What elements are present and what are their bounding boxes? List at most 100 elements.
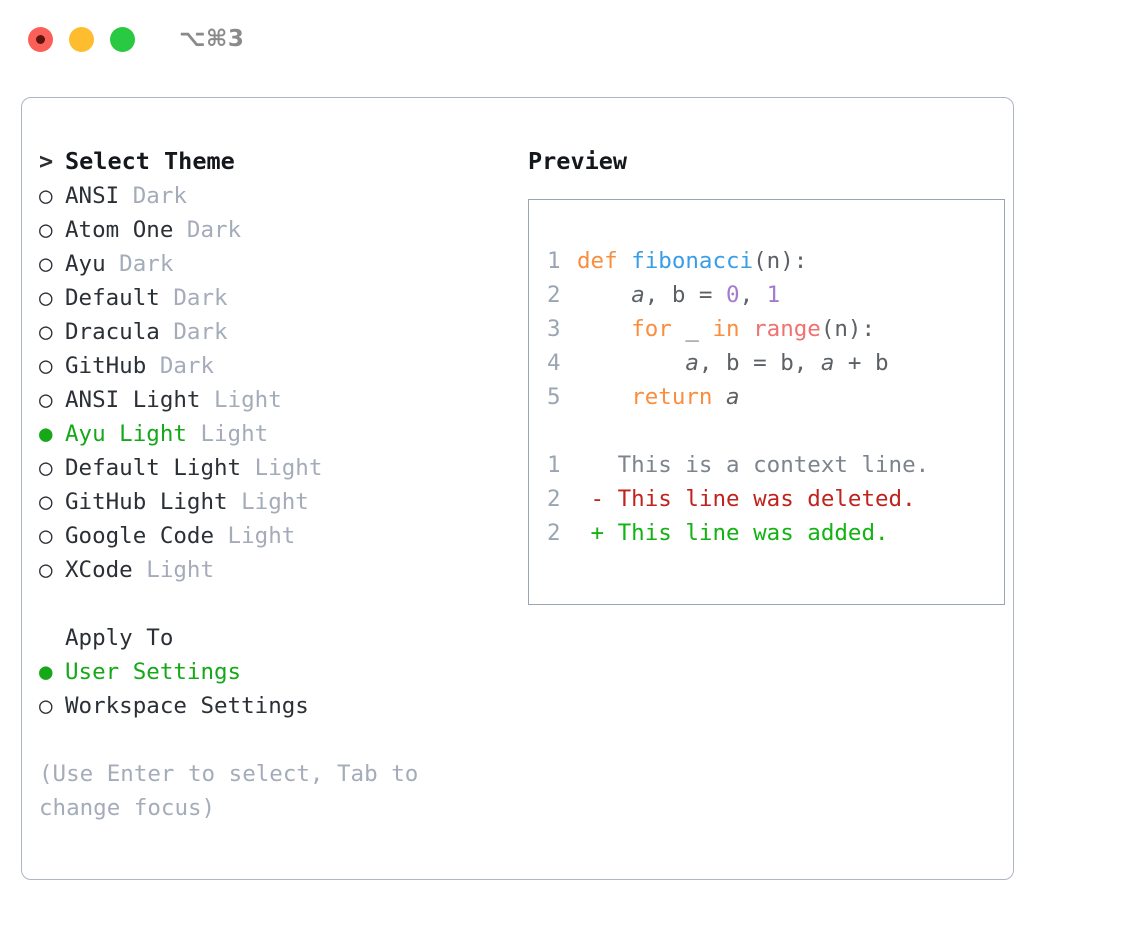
spacer	[39, 587, 504, 621]
theme-kind: Light	[227, 489, 309, 515]
line-number: 2	[547, 282, 561, 308]
code-line: 2 a, b = 0, 1	[547, 278, 1004, 312]
token-var: a	[726, 384, 740, 410]
theme-list-item[interactable]: ○ Ayu Dark	[39, 247, 504, 281]
diff-sample: 1 This is a context line.2 - This line w…	[547, 448, 1004, 550]
diff-line: 1 This is a context line.	[547, 448, 1004, 482]
theme-name: Default	[65, 285, 160, 311]
apply-to-list[interactable]: ●User Settings ○ Workspace Settings	[39, 655, 504, 723]
token-plain	[740, 316, 754, 342]
minimize-button[interactable]	[69, 26, 94, 52]
diff-line: 2 + This line was added.	[547, 516, 1004, 550]
theme-name: GitHub Light	[65, 489, 228, 515]
close-button[interactable]	[28, 26, 53, 52]
code-text: def fibonacci(n):	[577, 244, 807, 278]
code-line: 5 return a	[547, 380, 1004, 414]
token-num: 1	[766, 282, 781, 308]
code-line: 3 for _ in range(n):	[547, 312, 1004, 346]
theme-name: Default Light	[65, 455, 242, 481]
radio-unselected-icon: ○	[39, 693, 53, 719]
radio-unselected-icon: ○	[39, 285, 53, 311]
theme-list-item[interactable]: ○GitHub Light Light	[39, 485, 504, 519]
token-plain: (n):	[753, 248, 808, 274]
theme-selection-column: >Select Theme ○ANSI Dark○Atom One Dark○A…	[39, 143, 504, 879]
apply-to-option[interactable]: ●User Settings	[39, 655, 504, 689]
theme-kind: Dark	[173, 217, 242, 243]
diff-text-ctx: This is a context line.	[577, 452, 930, 478]
theme-name: Atom One	[65, 217, 174, 243]
code-line: 4 a, b = b, a + b	[547, 346, 1004, 380]
radio-selected-icon: ●	[39, 659, 53, 685]
token-var: a	[685, 350, 699, 376]
theme-kind: Light	[214, 523, 296, 549]
theme-list-item[interactable]: ○XCode Light	[39, 553, 504, 587]
radio-unselected-icon: ○	[39, 319, 53, 345]
theme-kind: Dark	[105, 251, 174, 277]
apply-to-option[interactable]: ○ Workspace Settings	[39, 689, 504, 723]
theme-name: Ayu	[65, 251, 106, 277]
line-number: 1	[547, 248, 561, 274]
theme-kind: Dark	[119, 183, 187, 209]
token-plain	[618, 248, 632, 274]
line-number: 1	[547, 452, 561, 478]
select-theme-header: >Select Theme	[39, 143, 504, 179]
theme-name: XCode	[65, 557, 133, 583]
apply-to-label: Workspace Settings	[65, 693, 309, 719]
token-plain: ,	[644, 282, 672, 308]
radio-selected-icon: ●	[39, 421, 53, 447]
token-kw: return	[631, 384, 713, 410]
token-plain	[577, 316, 631, 342]
code-text: for _ in range(n):	[577, 312, 875, 346]
theme-kind: Dark	[159, 285, 228, 311]
theme-list-item[interactable]: ○Default Light Light	[39, 451, 504, 485]
diff-text-del: - This line was deleted.	[577, 486, 916, 512]
line-number: 5	[547, 384, 561, 410]
radio-unselected-icon: ○	[39, 387, 53, 413]
line-number: 4	[547, 350, 561, 376]
theme-list[interactable]: ○ANSI Dark○Atom One Dark○Ayu Dark○Defaul…	[39, 179, 504, 587]
keyboard-shortcut-label: ⌥⌘3	[179, 26, 245, 52]
theme-list-item[interactable]: ○ Default Dark	[39, 281, 504, 315]
theme-name: Dracula	[65, 319, 160, 345]
diff-line: 2 - This line was deleted.	[547, 482, 1004, 516]
radio-unselected-icon: ○	[39, 353, 53, 379]
line-number: 3	[547, 316, 561, 342]
zoom-button[interactable]	[110, 26, 135, 52]
theme-list-item[interactable]: ○ANSI Light Light	[39, 383, 504, 417]
line-number: 2	[547, 486, 561, 512]
spacer	[547, 414, 1004, 448]
token-plain: (n):	[820, 316, 876, 342]
radio-unselected-icon: ○	[39, 183, 53, 209]
theme-list-item[interactable]: ●Ayu Light Light	[39, 417, 504, 451]
theme-kind: Light	[241, 455, 323, 481]
radio-unselected-icon: ○	[39, 251, 53, 277]
theme-name: Google Code	[65, 523, 215, 549]
theme-kind: Light	[186, 421, 269, 447]
token-kw: def	[577, 248, 618, 274]
theme-kind: Dark	[159, 319, 228, 345]
theme-kind: Light	[200, 387, 282, 413]
theme-list-item[interactable]: ○Atom One Dark	[39, 213, 504, 247]
token-plain: b	[875, 350, 889, 376]
theme-list-item[interactable]: ○ Google Code Light	[39, 519, 504, 553]
radio-unselected-icon: ○	[39, 523, 53, 549]
theme-list-item[interactable]: ○ Dracula Dark	[39, 315, 504, 349]
theme-list-item[interactable]: ○ ANSI Dark	[39, 179, 504, 213]
token-kw: for	[631, 316, 672, 342]
title-bar: ⌥⌘3	[0, 0, 1140, 78]
theme-list-item[interactable]: ○GitHub Dark	[39, 349, 504, 383]
line-number: 2	[547, 520, 561, 546]
token-fn: fibonacci	[631, 248, 754, 274]
token-plain: =	[739, 350, 781, 376]
theme-kind: Light	[132, 557, 215, 583]
code-line: 1 def fibonacci(n):	[547, 244, 1004, 278]
select-theme-title: Select Theme	[65, 147, 235, 175]
token-var: a	[820, 350, 835, 376]
token-plain: ,	[698, 350, 727, 376]
token-plain	[577, 282, 631, 308]
code-text: return a	[577, 380, 740, 414]
token-plain: =	[685, 282, 727, 308]
token-num: 0	[726, 282, 740, 308]
theme-name: ANSI	[65, 183, 120, 209]
